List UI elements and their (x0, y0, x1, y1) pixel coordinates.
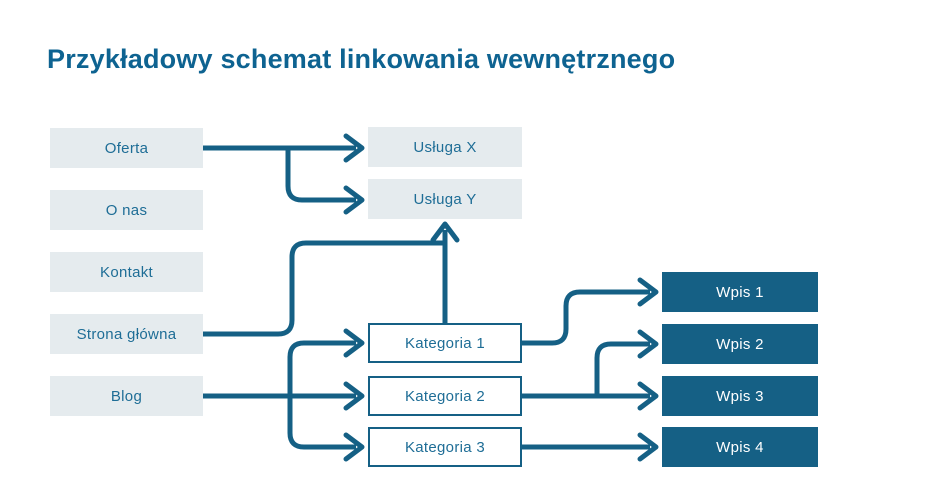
page-title: Przykładowy schemat linkowania wewnętrzn… (47, 44, 676, 74)
node-oferta: Oferta (50, 128, 203, 168)
node-usluga-x: Usługa X (368, 127, 522, 167)
node-wpis-2: Wpis 2 (662, 324, 818, 364)
edge-oferta-usluga-x (203, 133, 365, 163)
node-kategoria-3: Kategoria 3 (368, 427, 522, 467)
node-wpis-3: Wpis 3 (662, 376, 818, 416)
node-kategoria-2: Kategoria 2 (368, 376, 522, 416)
node-blog: Blog (50, 376, 203, 416)
edge-blog-kategoria-2 (203, 381, 365, 411)
edge-kategoria-1-wpis-1 (521, 277, 659, 346)
edge-strona-glowna-usluga-y (203, 240, 445, 337)
node-strona-glowna: Strona główna (50, 314, 203, 354)
node-wpis-1: Wpis 1 (662, 272, 818, 312)
node-kategoria-1: Kategoria 1 (368, 323, 522, 363)
edge-blog-kategoria-1 (287, 328, 365, 396)
edge-oferta-usluga-y (285, 146, 365, 215)
node-wpis-4: Wpis 4 (662, 427, 818, 467)
edge-blog-kategoria-3 (287, 396, 365, 462)
edge-kategoria-1-usluga-y (430, 221, 460, 323)
node-kontakt: Kontakt (50, 252, 203, 292)
node-o-nas: O nas (50, 190, 203, 230)
edge-kategoria-2-wpis-2 (594, 329, 659, 396)
edge-kategoria-2-wpis-3 (521, 381, 659, 411)
node-usluga-y: Usługa Y (368, 179, 522, 219)
edge-kategoria-3-wpis-4 (521, 432, 659, 462)
